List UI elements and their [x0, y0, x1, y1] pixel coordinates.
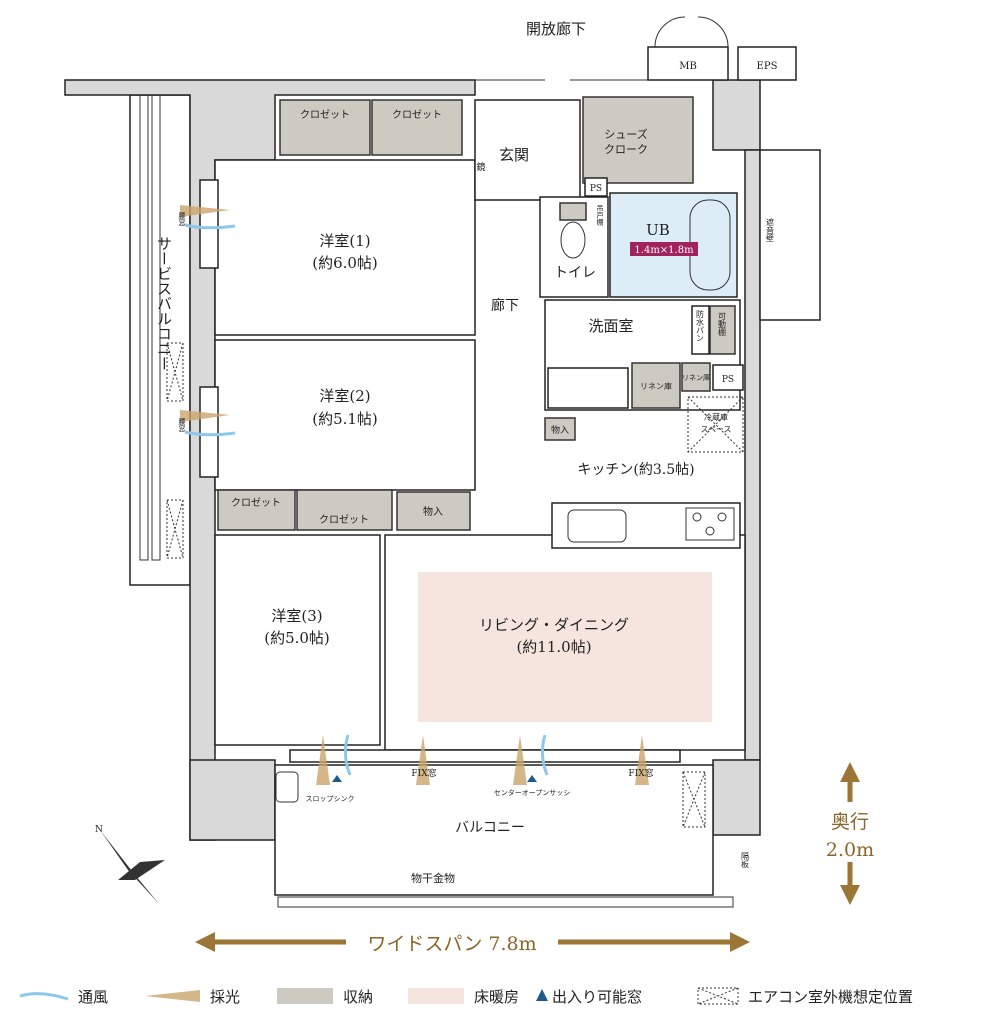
shoes-closet [582, 96, 694, 184]
storage-small-label: 物入 [551, 424, 569, 436]
accessible-window-icon [536, 989, 548, 1001]
western-room-1 [214, 159, 476, 336]
accessible-window-icon [332, 775, 342, 782]
slop-sink-icon [275, 771, 299, 803]
washroom-label: 洗面室 [588, 317, 633, 335]
open-corridor-label: 開放廊下 [526, 20, 586, 38]
floor-heating-area [418, 572, 712, 722]
ps-label: PS [590, 184, 602, 194]
entrance-label: 玄関 [499, 146, 529, 164]
waist-window-1-label: 腰窓 [178, 212, 186, 226]
legend-label: 床暖房 [474, 988, 519, 1006]
waist-window-1 [199, 179, 219, 269]
closet-3-label: クロゼット [231, 497, 281, 509]
ventilation-icon [19, 992, 69, 1001]
fridge-space-label: スペース [700, 425, 731, 434]
mb-room [647, 46, 729, 81]
fix-window-1-label: FIX窓 [411, 767, 436, 779]
compass-icon: N [95, 825, 165, 905]
room2-size: (約5.1帖) [312, 410, 378, 428]
hanging-cabinet-label: 吊戸棚 [596, 205, 604, 227]
kitchen-label: キッチン(約3.5帖) [577, 462, 694, 478]
room1-label: 洋室(1) [319, 232, 370, 250]
closet-2 [371, 99, 463, 156]
fix-window-2-label: FIX窓 [628, 767, 653, 779]
waterproof-pan-label: 防水パン [696, 309, 705, 342]
linen-storage-label: リネン庫 [640, 381, 672, 391]
western-room-2 [214, 339, 476, 491]
ac-unit-icon [697, 987, 739, 1005]
washbasin-icon [547, 367, 629, 409]
daylight-icon [145, 990, 200, 1002]
ld-size: (約11.0帖) [516, 638, 591, 656]
movable-shelf-label: 可動棚 [718, 312, 727, 337]
floor-heating-swatch [408, 988, 464, 1004]
soundproof-wall-label: 遮音壁 [766, 217, 775, 242]
storage-mid [396, 491, 471, 531]
legend: 通風 採光 収納 床暖房 出入り可能窓 エアコン室外機想定位置 [19, 987, 913, 1006]
service-balcony-label: サービスバルコニー [155, 236, 173, 371]
stove-icon [685, 507, 735, 541]
storage-swatch [277, 988, 333, 1004]
ub-size-badge: 1.4m×1.8m [634, 245, 694, 256]
mb-label: MB [679, 61, 697, 72]
closet-2-label: クロゼット [392, 109, 442, 121]
room3-label: 洋室(3) [271, 607, 322, 625]
linen-storage-small-label: リネン庫 [682, 373, 710, 382]
room2-label: 洋室(2) [319, 387, 370, 405]
eps-room [737, 46, 797, 81]
sink-icon [567, 509, 627, 543]
accessible-window-icon [527, 775, 537, 782]
toilet-label: トイレ [554, 265, 596, 281]
drying-hardware-label: 物干金物 [411, 871, 455, 885]
storage-mid-label: 物入 [423, 505, 443, 518]
partition-label: 隔板 [741, 852, 750, 869]
legend-label: 通風 [78, 988, 108, 1006]
waist-window-2 [199, 386, 219, 478]
eps-label: EPS [757, 61, 778, 72]
closet-1-label: クロゼット [300, 109, 350, 121]
shoes-closet-label: シューズ [604, 127, 647, 141]
mirror-label: 鏡 [476, 161, 485, 173]
closet-4-label: クロゼット [319, 514, 369, 526]
balcony-windows [289, 749, 681, 763]
hallway-label: 廊下 [491, 297, 519, 314]
width-label: ワイドスパン 7.8m [367, 933, 536, 955]
closet-1 [279, 99, 371, 156]
legend-label: 出入り可能窓 [552, 988, 642, 1006]
balcony-label: バルコニー [455, 820, 525, 836]
depth-label: 奥行 [831, 811, 869, 833]
ac-unit-position-icon [166, 342, 184, 402]
toilet-icon [560, 221, 586, 259]
ps2-label: PS [722, 375, 734, 385]
ld-label: リビング・ダイニング [479, 616, 629, 634]
balcony [274, 764, 714, 896]
closet-4 [296, 489, 393, 531]
fridge-space-label: 冷蔵庫 [704, 412, 728, 422]
center-sash-label: センターオープンサッシ [494, 788, 571, 797]
depth-value: 2.0m [826, 839, 874, 861]
shoes-closet-label: クローク [604, 143, 648, 156]
room1-size: (約6.0帖) [312, 254, 378, 272]
closet-3 [217, 489, 296, 531]
legend-label: 収納 [343, 988, 373, 1006]
waist-window-2-label: 腰窓 [178, 418, 186, 432]
ub-label: UB [646, 221, 670, 239]
room3-size: (約5.0帖) [264, 629, 330, 647]
entrance [474, 99, 581, 201]
ac-unit-position-icon [682, 771, 706, 828]
slop-sink-label: スロップシンク [306, 795, 355, 803]
legend-label: エアコン室外機想定位置 [748, 988, 913, 1006]
legend-label: 採光 [210, 988, 240, 1006]
ac-unit-position-icon [166, 499, 184, 559]
north-label: N [95, 825, 103, 835]
fridge-space [687, 396, 744, 453]
western-room-3 [214, 534, 381, 746]
